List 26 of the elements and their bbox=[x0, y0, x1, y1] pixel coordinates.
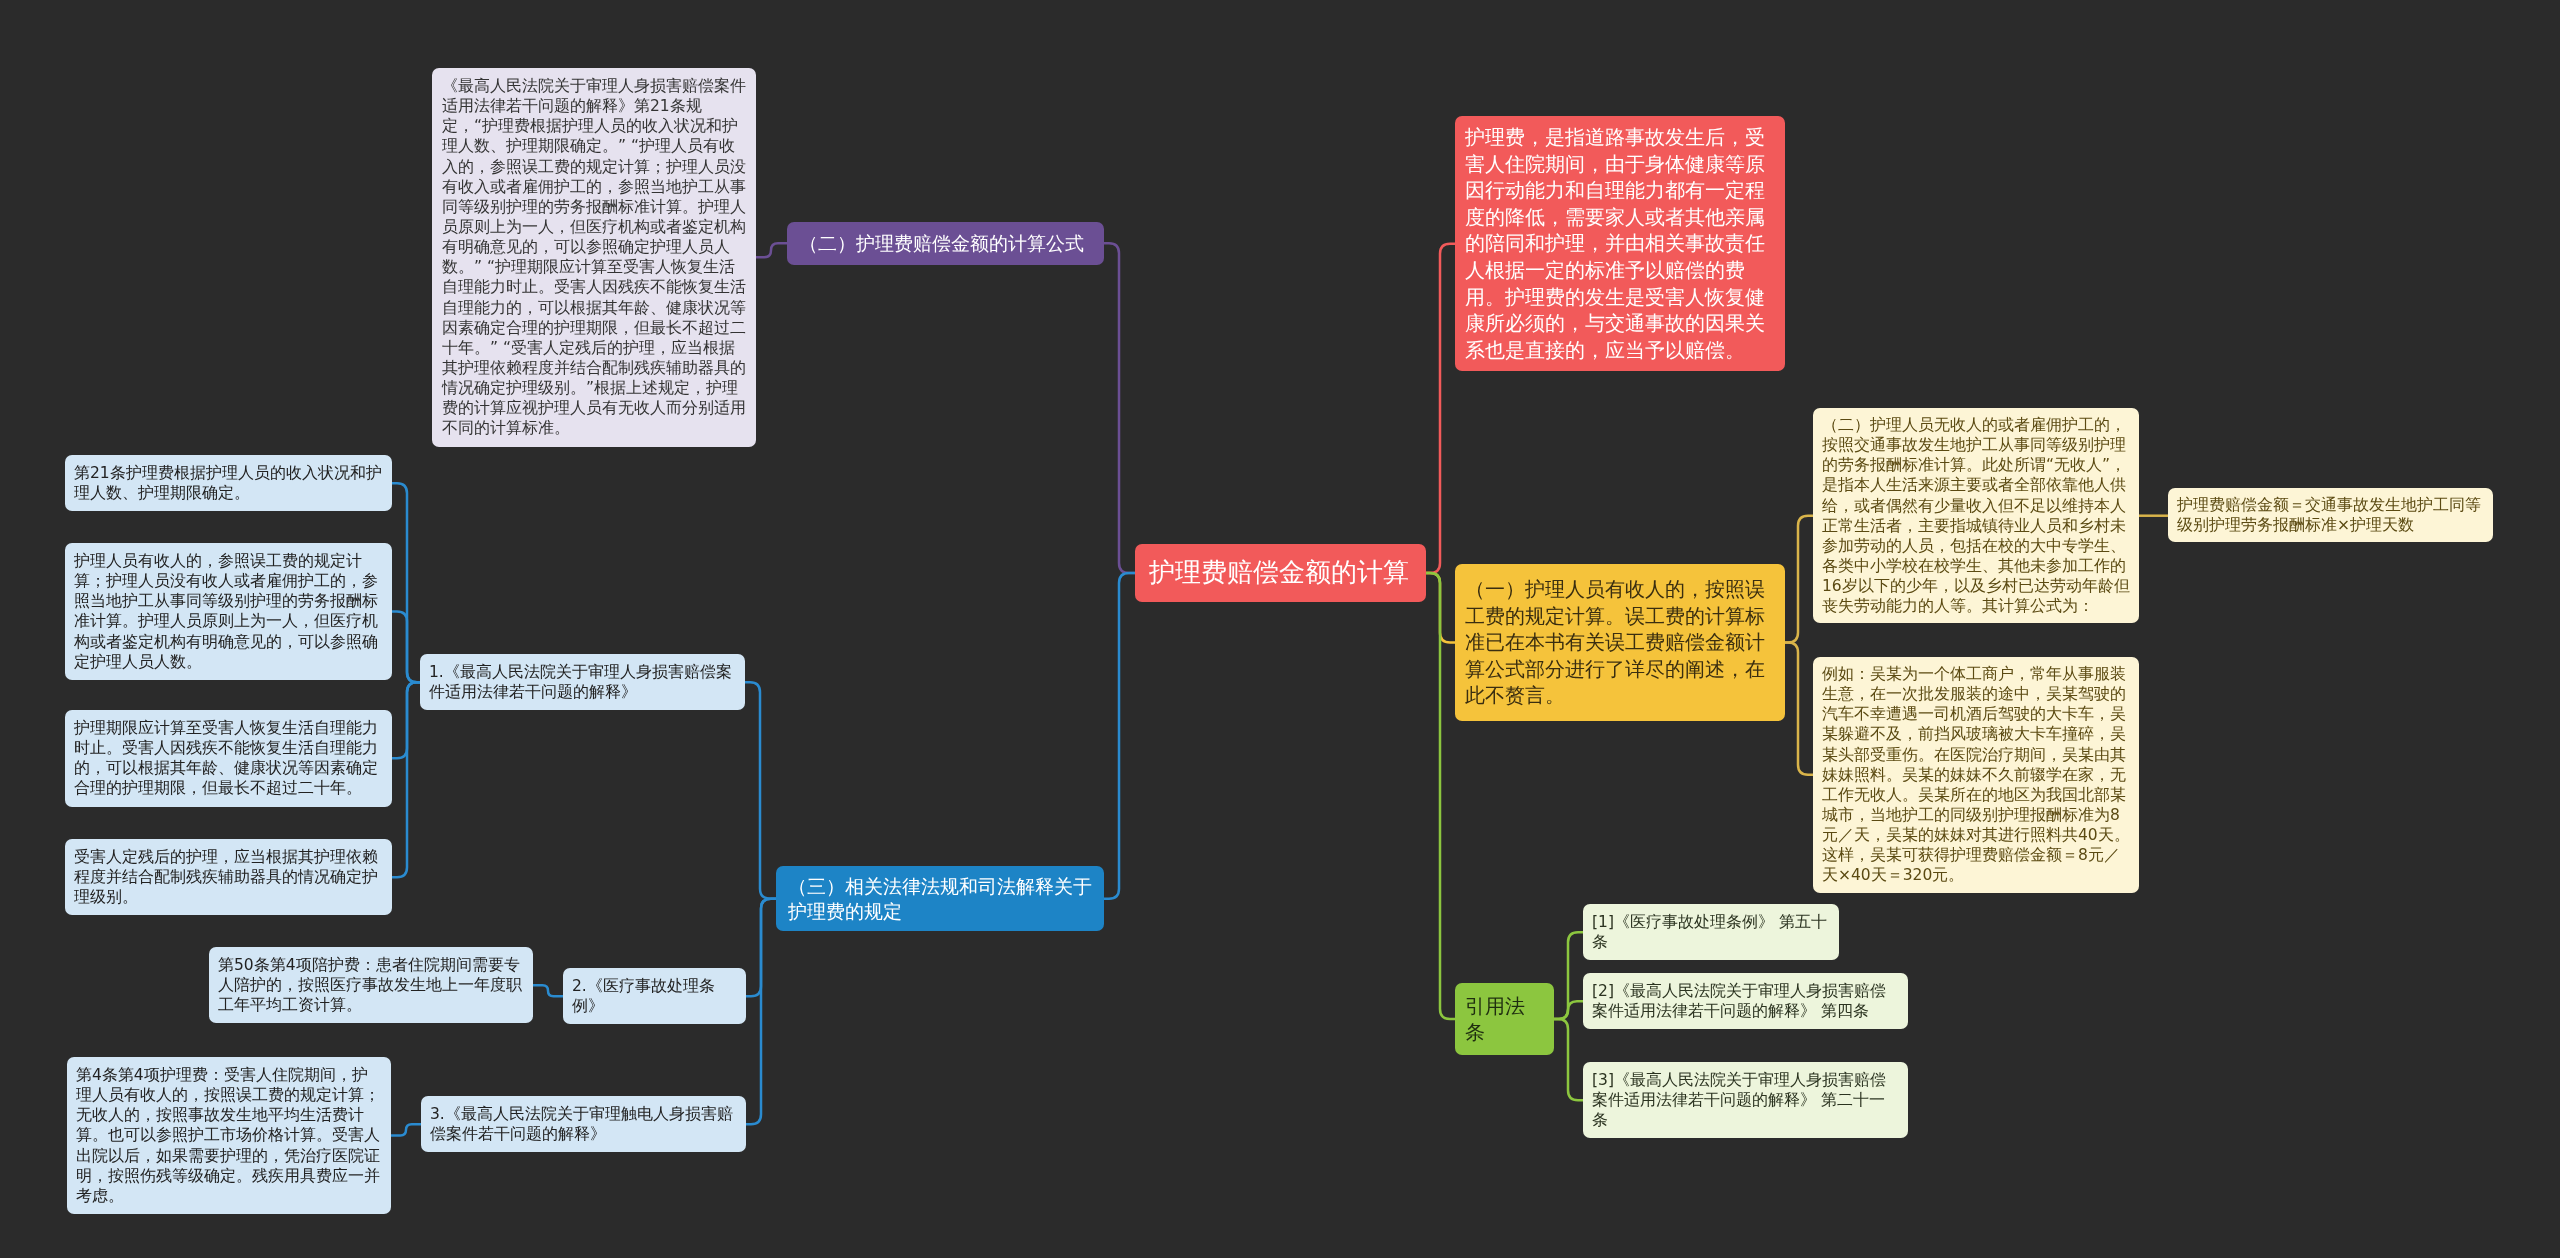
topic-box: （二）护理费赔偿金额的计算公式 bbox=[787, 222, 1104, 265]
note-box: 1.《最高人民法院关于审理人身损害赔偿案件适用法律若干问题的解释》 bbox=[420, 654, 745, 711]
note-box: [2]《最高人民法院关于审理人身损害赔偿案件适用法律若干问题的解释》 第四条 bbox=[1583, 973, 1908, 1030]
note-box: 2.《医疗事故处理条例》 bbox=[563, 968, 746, 1025]
note-box: 第4条第4项护理费：受害人住院期间，护理人员有收人的，按照误工费的规定计算；无收人的，按照事故发生地平均生活费计算。也可以参照护工市场价格计算。受害人出院以后，如果需要护理的，凭治疗医院证明，按照伤残等级确定。残疾用具费应一并考虑。 bbox=[67, 1057, 391, 1214]
central-topic: 护理费赔偿金额的计算 bbox=[1135, 544, 1426, 602]
topic-box: （三）相关法律法规和司法解释关于护理费的规定 bbox=[776, 866, 1104, 932]
connector-line bbox=[533, 983, 563, 998]
note-box: 第21条护理费根据护理人员的收入状况和护理人数、护理期限确定。 bbox=[65, 455, 392, 512]
note-box: 护理期限应计算至受害人恢复生活自理能力时止。受害人因残疾不能恢复生活自理能力的，可以根据其年龄、健康状况等因素确定合理的护理期限，但最长不超过二十年。 bbox=[65, 710, 392, 807]
note-box: 《最高人民法院关于审理人身损害赔偿案件适用法律若干问题的解释》第21条规定，“护理费根据护理人员的收入状况和护理人数、护理期限确定。” “护理人员有收入的，参照误工费的规定计算；护理人员没有收入或者雇佣护工的，参照当地护工从事同等级别护理的劳务报酬标准计算。护理人员原则上为一人，但医疗机构或者鉴定机构有明确意见的，可以参照确定护理人员人数。” “护理期限应计算至受害人恢复生活自理能力时止。受害人因残疾不能恢复生活自理能力的，可以根据其年龄、健康状况等因素确定合理的护理期限，但最长不超过二十年。” “受害人定残后的护理，应当根据其护理依赖程度并结合配制残疾辅助器具的情况确定护理级别。”根据上述规定，护理费的计算应视护理人员有无收人而分别适用不同的计算标准。 bbox=[432, 68, 756, 447]
note-box: 3.《最高人民法院关于审理触电人身损害赔偿案件若干问题的解释》 bbox=[421, 1096, 746, 1153]
note-box: 第50条第4项陪护费：患者住院期间需要专人陪护的，按照医疗事故发生地上一年度职工年平均工资计算。 bbox=[209, 947, 533, 1024]
note-box: [1]《医疗事故处理条例》 第五十条 bbox=[1583, 904, 1839, 961]
note-box: 受害人定残后的护理，应当根据其护理依赖程度并结合配制残疾辅助器具的情况确定护理级别。 bbox=[65, 839, 392, 916]
connector-line bbox=[756, 242, 787, 259]
note-box: [3]《最高人民法院关于审理人身损害赔偿案件适用法律若干问题的解释》 第二十一条 bbox=[1583, 1062, 1908, 1139]
topic-box: 护理费，是指道路事故发生后，受害人住院期间，由于身体健康等原因行动能力和自理能力都有一定程度的降低，需要家人或者其他亲属的陪同和护理，并由相关事故责任人根据一定的标准予以赔偿的费用。护理费的发生是受害人恢复健康所必须的，与交通事故的因果关系也是直接的，应当予以赔偿。 bbox=[1455, 116, 1785, 372]
note-box: 护理人员有收人的，参照误工费的规定计算；护理人员没有收人或者雇佣护工的，参照当地护工从事同等级别护理的劳务报酬标准计算。护理人员原则上为一人，但医疗机构或者鉴定机构有明确意见的，可以参照确定护理人员人数。 bbox=[65, 543, 392, 680]
note-box: （二）护理人员无收人的或者雇佣护工的，按照交通事故发生地护工从事同等级别护理的劳务报酬标准计算。此处所谓“无收人”，是指本人生活来源主要或者全部依靠他人供给，或者偶然有少量收入但不足以维持本人正常生活者，主要指城镇待业人员和乡村未参加劳动的人员，包括在校的大中专学生、各类中小学校在校学生、其他未参加工作的16岁以下的少年，以及乡村已达劳动年龄但丧失劳动能力的人等。其计算公式为： bbox=[1813, 408, 2139, 624]
connector-line bbox=[2139, 514, 2168, 517]
topic-box: （一）护理人员有收人的，按照误工费的规定计算。误工费的计算标准已在本书有关误工费赔偿金额计算公式部分进行了详尽的阐述，在此不赘言。 bbox=[1455, 564, 1785, 721]
connector-line bbox=[391, 1122, 421, 1137]
topic-box: 引用法条 bbox=[1455, 983, 1554, 1055]
note-box: 例如：吴某为一个体工商户，常年从事服装生意，在一次批发服装的途中，吴某驾驶的汽车不幸遭遇一司机酒后驾驶的大卡车，吴某躲避不及，前挡风玻璃被大卡车撞碎，吴某头部受重伤。在医院治疗期间，吴某由其妹妹照料。吴某的妹妹不久前辍学在家，无工作无收人。吴某所在的地区为我国北部某城市，当地护工的同级别护理报酬标准为8元／天，吴某的妹妹对其进行照料共40天。这样，吴某可获得护理费赔偿金额＝8元／天×40天＝320元。 bbox=[1813, 657, 2139, 893]
note-box: 护理费赔偿金额＝交通事故发生地护工同等级别护理劳务报酬标准×护理天数 bbox=[2168, 488, 2493, 543]
